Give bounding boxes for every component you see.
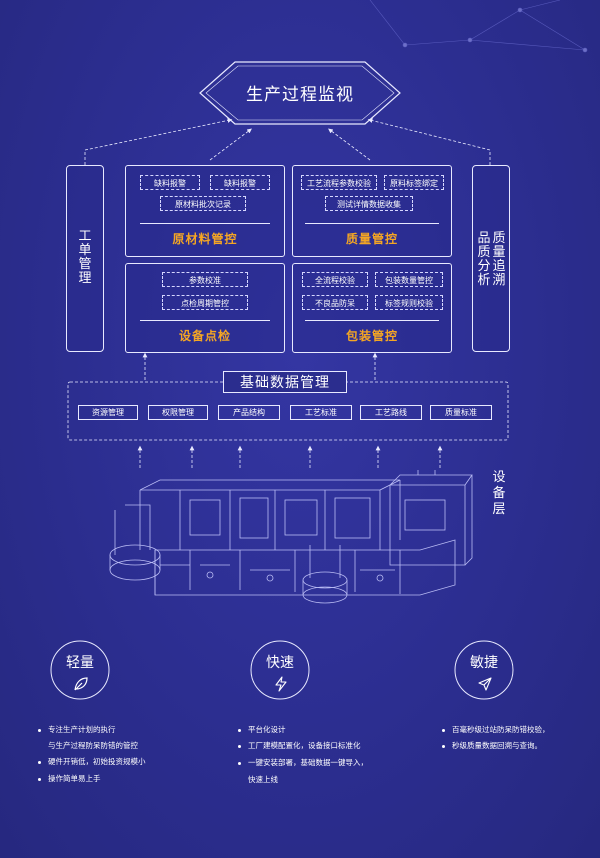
tag-shortage-alarm-1: 缺料报警: [140, 175, 200, 190]
page-title: 生产过程监视: [246, 85, 354, 105]
lightning-icon: [275, 676, 287, 692]
tag-full-process-check: 全流程校验: [302, 272, 368, 287]
tag-inspection-cycle: 点检周期管控: [162, 295, 248, 310]
tag-shortage-alarm-2: 缺料报警: [210, 175, 270, 190]
raw-material-title: 原材料管控: [172, 232, 238, 246]
base-data-title: 基础数据管理: [223, 371, 347, 393]
equipment-layer-label: 设备层: [492, 470, 506, 517]
bullet-item: 一键安装部署，基础数据一键导入，: [238, 757, 368, 768]
feature-circle-agile: [454, 640, 514, 700]
base-item-permission: 权限管理: [148, 405, 208, 420]
quality-title: 质量管控: [345, 232, 398, 246]
bullet-item: 操作简单易上手: [38, 773, 101, 784]
bullet-item: 百毫秒级过站防呆防错校验，: [442, 724, 550, 735]
work-order-label: 工单管理: [78, 229, 92, 286]
raw-material-panel: [125, 165, 285, 257]
tag-defect-foolproof: 不良品防呆: [302, 295, 368, 310]
base-item-process-standard: 工艺标准: [290, 405, 352, 420]
tag-test-data-collection: 测试详情数据收集: [325, 196, 413, 211]
packaging-title: 包装管控: [345, 329, 398, 343]
network-decoration: [369, 0, 588, 53]
feature-circle-fast: [250, 640, 310, 700]
leaf-icon: [74, 677, 88, 691]
title-diamond: [199, 61, 401, 125]
bullet-item: 快速上线: [248, 775, 278, 784]
tag-packing-qty-control: 包装数量管控: [375, 272, 443, 287]
base-item-product-structure: 产品结构: [218, 405, 280, 420]
quality-panel: [292, 165, 452, 257]
device-check-title: 设备点检: [178, 329, 231, 343]
quality-trace-bar: [472, 165, 510, 352]
tag-batch-record: 原材料批次记录: [160, 196, 246, 211]
work-order-bar: [66, 165, 104, 352]
base-item-process-route: 工艺路线: [360, 405, 422, 420]
tag-label-rule-check: 标签规则校验: [375, 295, 443, 310]
device-check-panel: [125, 263, 285, 353]
divider: [140, 223, 270, 224]
bullet-item: 工厂建模配置化，设备接口标准化: [238, 740, 361, 751]
quality-analysis-label: 品质分析: [477, 231, 491, 288]
bullet-item: 与生产过程防呆防错的管控: [48, 741, 138, 750]
feature-circle-lightweight: [50, 640, 110, 700]
packaging-panel: [292, 263, 452, 353]
bullet-item: 硬件开销低，初始投资规模小: [38, 756, 146, 767]
quality-trace-label: 质量追溯: [492, 231, 506, 288]
divider: [140, 320, 270, 321]
send-icon: [478, 677, 492, 691]
tag-material-label-binding: 原料标签绑定: [384, 175, 444, 190]
feature-title-lightweight: 轻量: [66, 655, 94, 671]
equipment-illustration: [109, 470, 473, 604]
base-item-resource: 资源管理: [78, 405, 138, 420]
bullet-item: 平台化设计: [238, 724, 286, 735]
base-item-quality-standard: 质量标准: [430, 405, 492, 420]
divider: [305, 223, 439, 224]
feature-title-agile: 敏捷: [470, 655, 498, 671]
divider: [305, 320, 439, 321]
feature-title-fast: 快速: [266, 655, 294, 671]
bullet-item: 秒级质量数据回溯与查询。: [442, 740, 542, 751]
bullet-item: 专注生产计划的执行: [38, 724, 116, 735]
tag-param-calibration: 参数校准: [162, 272, 248, 287]
tag-process-param-check: 工艺流程参数校验: [301, 175, 377, 190]
